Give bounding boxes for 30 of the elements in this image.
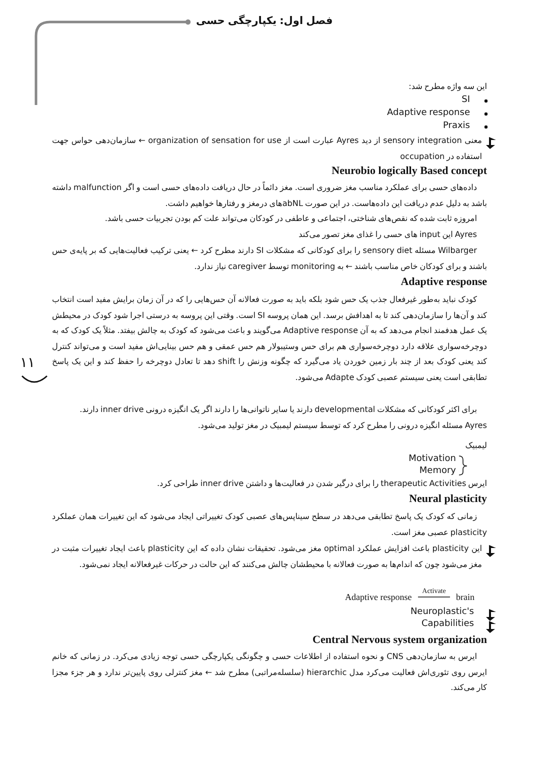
page-number: ۱۱ bbox=[20, 356, 36, 372]
paragraph: ایرس therapeutic Activities را برای درگیر شدن در فعالیت‌ها و داشتن inner drive طراحی کرد. bbox=[156, 477, 487, 490]
chapter-title: فصل اول: یکپارچگی حسی bbox=[196, 14, 333, 29]
list-item: Motivation bbox=[408, 453, 456, 466]
list-heading: لیمبیک bbox=[465, 439, 487, 452]
paragraph: Wilbarger مسئله sensory diet را برای کودکانی که مشکلات SI دارند مطرح کرد ← یعنی ترکیب فعالیت‌هایی که بر پایه‌ی حس باشند و برای کودکان خاص مناسب باشند ← به monitoring توسط caregiver نیاز ندارد. bbox=[52, 244, 487, 273]
paragraph: زمانی که کودک یک پاسخ تطابقی می‌دهد در سطح سیناپس‌های عصبی کودک تغییراتی ایجاد می‌شود که این تغییرات همان عملکرد plasticity عصبی مغز است. bbox=[52, 510, 487, 539]
section-heading: Neurobio logically Based concept bbox=[332, 164, 487, 179]
section-heading: Adaptive response bbox=[400, 275, 487, 290]
paragraph: ایرس به سازمان‌دهی CNS و نحوه استفاده از اطلاعات حسی و چگونگی یکپارچگی حسی توجه زیادی می‌کرد. در زمانی که خانم ایرس روی تئوری‌اش فعالیت می‌کرد مدل hierarchic (سلسله‌مراتبی) مطرح شد ← مغز کنترلی روی پایین‌تر ندارد و هر جزء مجزا کار می‌کند. bbox=[52, 650, 487, 694]
bullet-paragraph: این plasticity باعث افزایش عملکرد optimal مغز می‌شود. تحقیقات نشان داده که این plasticity باعث ایجاد تغییرات مثبت در مغز می‌شود چون که اندام‌ها به صورت فعالانه با محیطشان چالش می‌کنند که این حالت در حرکات غیرفعالانه ایجاد نمی‌شود. bbox=[52, 542, 482, 571]
bullet-paragraph: معنی sensory integration از دید Ayres عبارت است از organization of sensation for use ← سازمان‌دهی حواس جهت استفاده در occupation bbox=[52, 134, 482, 163]
list-item: Neuroplastic's bbox=[410, 606, 474, 619]
list-item: Memory bbox=[419, 465, 456, 478]
list-item: Adaptive response bbox=[387, 107, 470, 120]
paragraph: Ayres این input های حسی را غذای مغز تصور می‌کند bbox=[298, 228, 478, 241]
paragraph: برای اکثر کودکانی که مشکلات developmental دارند یا سایر ناتوانی‌ها را دارند اگر یک انگیزه درونی inner drive دارند. bbox=[78, 403, 478, 416]
section-heading: Neural plasticity bbox=[409, 492, 487, 507]
term-label: brain bbox=[456, 591, 474, 603]
list-item: Praxis bbox=[443, 120, 470, 133]
paragraph: کودک نباید به‌طور غیرفعال جذب یک حس شود بلکه باید به صورت فعالانه آن حس‌هایی را که در آن زمان برایش مفید است انتخاب کند و آن‌ها را سازمان‌دهی کند تا به اهدافش برسد. این همان پروسه SI است. وقتی این پروسه به درستی اجرا شود کودک در محیطش یک عمل هدفمند انجام می‌دهد که به آن Adaptive response می‌گویند و باعث می‌شود که کودک به چالش بیفتد. مثلاً یک کودک که به دوچرخه‌سواری علاقه دارد دوچرخه‌سواری هم برای حس وستیبولار هم حس عمقی و هم حس بینایی‌اش مفید است و می‌تواند کنترل کند یعنی کودک بعد از چند بار زمین خوردن یاد می‌گیرد که چگونه وزنش را shift دهد تا تعادل دوچرخه را حفظ کند و این یک پاسخ تطابقی است یعنی سیستم عصبی کودک Adapte می‌شود. bbox=[52, 293, 487, 384]
connector-line bbox=[418, 596, 450, 598]
section-heading: Central Nervous system organization bbox=[312, 633, 487, 648]
intro-text: این سه واژه مطرح شد: bbox=[408, 80, 487, 93]
paragraph: امروزه ثابت شده که نقص‌های شناختی، اجتماعی و عاطفی در کودکان می‌تواند علت کم بودن تجربیات حسی باشد. bbox=[104, 212, 478, 225]
paragraph: Ayres مسئله انگیزه درونی را مطرح کرد که توسط سیستم لیمبیک در مغز تولید می‌شود. bbox=[196, 419, 487, 432]
term-label: Adaptive response bbox=[345, 591, 412, 603]
list-item: SI bbox=[462, 94, 470, 107]
paragraph: داده‌های حسی برای عملکرد مناسب مغز ضروری است. مغز دائماً در حال دریافت داده‌های حسی است و اگر malfunction داشته باشد به دلیل عدم دریافت این داده‌هاست. در این صورت abNLهای درمغز و رفتارها خواهیم داشت. bbox=[52, 180, 487, 210]
list-item: Capabilities bbox=[422, 618, 474, 631]
